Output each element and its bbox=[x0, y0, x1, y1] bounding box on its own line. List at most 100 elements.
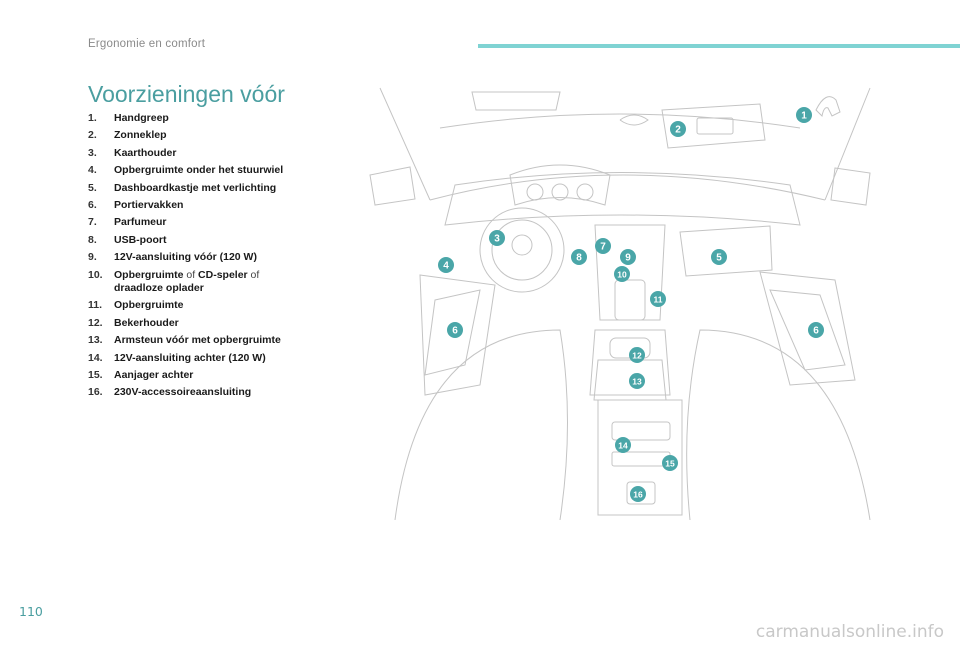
item-label: Bekerhouder bbox=[114, 316, 179, 329]
list-item: 14. 12V-aansluiting achter (120 W) bbox=[88, 352, 348, 366]
callout-label: 6 bbox=[452, 326, 458, 337]
callout-circle bbox=[595, 238, 611, 254]
callout-circle bbox=[711, 249, 727, 265]
callout-label: 13 bbox=[632, 377, 642, 387]
callout-circle bbox=[571, 249, 587, 265]
callout-label: 10 bbox=[617, 270, 627, 280]
list-item: 5. Dashboardkastje met verlichting bbox=[88, 182, 348, 196]
callout-marker-5: 5 bbox=[711, 249, 727, 265]
callout-marker-13: 13 bbox=[629, 373, 645, 389]
list-item: 6. Portiervakken bbox=[88, 199, 348, 213]
item-label: Opbergruimte onder het stuurwiel bbox=[114, 164, 284, 177]
item-number: 13. bbox=[88, 334, 103, 347]
callout-marker-16: 16 bbox=[630, 486, 646, 502]
item-label: Dashboardkastje met verlichting bbox=[114, 181, 277, 194]
callout-circle bbox=[630, 486, 646, 502]
list-item: 16. 230V-accessoireaansluiting bbox=[88, 386, 348, 400]
item-label: Armsteun vóór met opbergruimte bbox=[114, 334, 281, 347]
callout-label: 12 bbox=[632, 351, 642, 361]
callout-marker-3: 3 bbox=[489, 230, 505, 246]
callout-marker-12: 12 bbox=[629, 347, 645, 363]
callout-label: 8 bbox=[576, 253, 582, 264]
callout-marker-2: 2 bbox=[670, 121, 686, 137]
list-item: 13. Armsteun vóór met opbergruimte bbox=[88, 334, 348, 348]
callout-label: 2 bbox=[675, 125, 681, 136]
item-number: 6. bbox=[88, 198, 97, 211]
header-accent-bar bbox=[478, 44, 960, 48]
callout-circle bbox=[629, 347, 645, 363]
item-number: 2. bbox=[88, 129, 97, 142]
item-label: 12V-aansluiting achter (120 W) bbox=[114, 351, 266, 364]
callout-label: 4 bbox=[443, 261, 449, 272]
callout-circle bbox=[670, 121, 686, 137]
callout-label: 11 bbox=[654, 295, 663, 305]
callout-label: 16 bbox=[633, 490, 643, 500]
item-number: 7. bbox=[88, 216, 97, 229]
callout-marker-14: 14 bbox=[615, 437, 631, 453]
callout-circle bbox=[438, 257, 454, 273]
item-number: 16. bbox=[88, 386, 103, 399]
item-label: Zonneklep bbox=[114, 129, 167, 142]
callout-marker-8: 8 bbox=[571, 249, 587, 265]
callout-circle bbox=[620, 249, 636, 265]
item-number: 1. bbox=[88, 112, 97, 124]
callout-label: 14 bbox=[618, 441, 628, 451]
callout-marker-6: 6 bbox=[447, 322, 463, 338]
item-label: 12V-aansluiting vóór (120 W) bbox=[114, 251, 257, 264]
callout-circle bbox=[629, 373, 645, 389]
item-label-part: Opbergruimte bbox=[114, 268, 184, 281]
item-number: 8. bbox=[88, 233, 97, 246]
callout-circle bbox=[489, 230, 505, 246]
item-label: USB-poort bbox=[114, 233, 167, 246]
item-number: 11. bbox=[88, 299, 103, 312]
list-item: 15. Aanjager achter bbox=[88, 369, 348, 383]
callout-circle bbox=[808, 322, 824, 338]
list-item: 3. Kaarthouder bbox=[88, 147, 348, 161]
page-number: 110 bbox=[19, 604, 43, 619]
callout-circle bbox=[447, 322, 463, 338]
callout-circle bbox=[615, 437, 631, 453]
callout-circle bbox=[650, 291, 666, 307]
callout-marker-4: 4 bbox=[438, 257, 454, 273]
list-item: 10.Opbergruimte of CD-speler of draadloz… bbox=[88, 269, 348, 296]
item-label-part: draadloze oplader bbox=[114, 282, 204, 295]
item-number: 5. bbox=[88, 181, 97, 194]
item-number: 3. bbox=[88, 146, 97, 159]
item-number: 15. bbox=[88, 368, 103, 381]
callout-circle bbox=[796, 107, 812, 123]
callout-marker-11: 11 bbox=[650, 291, 666, 307]
list-item: 9. 12V-aansluiting vóór (120 W) bbox=[88, 251, 348, 265]
item-label: Parfumeur bbox=[114, 216, 167, 229]
list-item: 2. Zonneklep bbox=[88, 129, 348, 143]
section-header: Ergonomie en comfort bbox=[88, 38, 206, 50]
callout-marker-7: 7 bbox=[595, 238, 611, 254]
callout-marker-1: 1 bbox=[796, 107, 812, 123]
page-title: Voorzieningen vóór bbox=[88, 81, 285, 108]
item-label: Handgreep bbox=[114, 112, 169, 124]
callout-label: 3 bbox=[494, 234, 500, 245]
callout-label: 6 bbox=[813, 326, 819, 337]
callout-marker-15: 15 bbox=[662, 455, 678, 471]
item-number: 10. bbox=[88, 268, 103, 281]
callout-label: 15 bbox=[665, 459, 675, 469]
callout-label: 9 bbox=[625, 253, 631, 264]
list-item: 11. Opbergruimte bbox=[88, 299, 348, 313]
item-label: Portiervakken bbox=[114, 198, 184, 211]
legend-list: 1. Handgreep 2. Zonneklep 3. Kaarthouder 4.… bbox=[88, 112, 348, 404]
item-label: 230V-accessoireaansluiting bbox=[114, 386, 252, 399]
item-label: Aanjager achter bbox=[114, 368, 194, 381]
item-label-part: CD-speler bbox=[198, 268, 248, 281]
list-item: 7. Parfumeur bbox=[88, 216, 348, 230]
item-number: 9. bbox=[88, 251, 97, 264]
item-label: Kaarthouder bbox=[114, 146, 177, 159]
list-item: 8. USB-poort bbox=[88, 234, 348, 248]
callout-circle bbox=[662, 455, 678, 471]
item-label: Opbergruimte bbox=[114, 299, 184, 312]
item-label-part: of bbox=[183, 268, 199, 281]
item-number: 4. bbox=[88, 164, 97, 177]
item-number: 14. bbox=[88, 351, 103, 364]
callout-label: 7 bbox=[600, 242, 606, 253]
callout-marker-6: 6 bbox=[808, 322, 824, 338]
list-item: 1. Handgreep bbox=[88, 112, 348, 126]
